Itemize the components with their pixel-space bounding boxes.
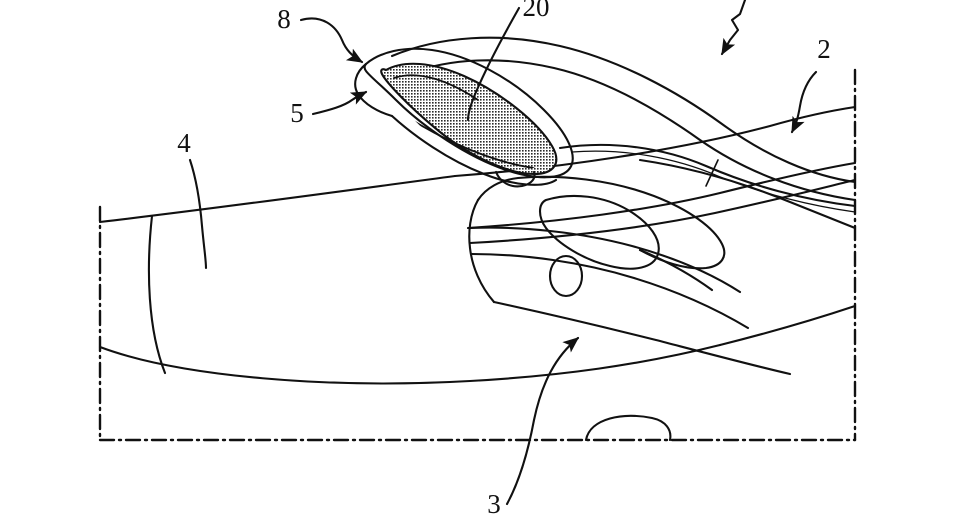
housing-outer-shell [363,47,574,179]
body-lower-curve-right [718,304,857,347]
door-handle-recess [548,254,584,298]
window-opening [538,194,660,270]
body-lower-curve [98,343,722,385]
fender-cowl-curve [147,214,167,375]
base-left-flank [468,198,496,304]
base-crease-bottom [470,252,750,330]
ref-label-4: 4 [177,128,191,158]
reference-numerals: 8 20 2 5 4 3 [177,0,831,519]
ref-label-3: 3 [487,489,501,519]
ref-label-2: 2 [817,34,831,64]
housing-lower-lip [390,114,558,186]
leader-8 [299,17,364,64]
base-crease-top [468,226,742,294]
leader-5 [311,90,368,116]
leader-lines [188,0,818,506]
base-outer-contour [476,175,726,270]
arm-inner-top [406,59,857,202]
glass-lower-crease [411,119,535,169]
ref-label-5: 5 [290,98,304,128]
mirror-support-arm [390,36,857,230]
glass-stem-boss [494,170,536,188]
ref-label-20: 20 [523,0,550,22]
ref-label-8: 8 [277,4,291,34]
vehicle-body [98,105,857,385]
base-lower-edge [492,300,792,376]
leader-3 [505,336,580,506]
base-right-merge [638,248,714,292]
leader-20 [466,6,521,122]
wheel-arch-arc [584,414,672,442]
section-frame [98,68,857,442]
body-crease-tertiary [468,178,857,245]
body-shoulder-line [98,174,457,224]
arm-lower-edge [558,143,857,208]
arm-rib [705,159,719,187]
arm-underside-sweep [638,158,857,230]
leader-2 [790,70,818,134]
mirror-base-block [468,175,792,376]
arm-outer-top [390,36,857,184]
leader-4 [188,158,208,270]
leader-unnumbered [720,0,747,56]
glass-inner-crease [393,74,479,101]
